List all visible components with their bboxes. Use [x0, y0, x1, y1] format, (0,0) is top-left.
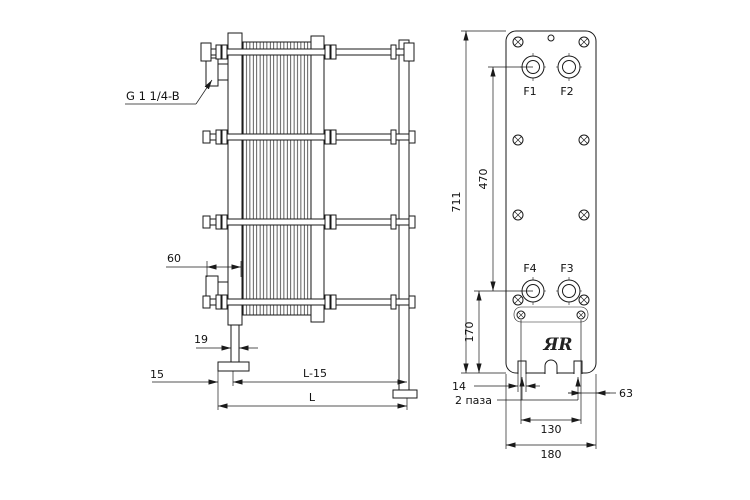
dim-l: L	[218, 391, 407, 409]
svg-text:180: 180	[541, 448, 562, 461]
bolt-hole	[578, 209, 590, 221]
bolt-hole	[512, 134, 524, 146]
front-view: F1 F2 F4 F3 ЯR	[505, 30, 597, 374]
svg-text:L-15: L-15	[303, 367, 327, 380]
svg-text:470: 470	[477, 169, 490, 190]
support-column	[398, 39, 410, 391]
bottom-slot-right	[573, 360, 583, 374]
slots-note: 2 паза	[455, 377, 581, 407]
plate-pack	[242, 41, 312, 316]
svg-text:15: 15	[150, 368, 164, 381]
tie-bolt-row-3	[202, 214, 416, 230]
dim-63: 63	[568, 320, 633, 449]
port-label-f2: F2	[560, 85, 573, 98]
tie-bolt-row-1	[200, 42, 415, 62]
bolt-hole	[578, 294, 590, 306]
guide-bar-hole-left	[516, 310, 526, 320]
svg-text:L: L	[309, 391, 316, 404]
port-label-f3: F3	[560, 262, 573, 275]
pressure-plate	[310, 35, 325, 323]
port-fitting-top	[205, 57, 229, 87]
dim-60: 60	[166, 252, 242, 277]
ridan-logo: ЯR	[542, 335, 572, 355]
front-view-dimensions: 711 470 170 14 2 паза	[450, 30, 633, 461]
dim-180: 180	[505, 374, 596, 461]
svg-text:2 паза: 2 паза	[455, 394, 492, 407]
support-column-foot	[392, 389, 418, 399]
dim-130: 130	[520, 320, 581, 436]
bottom-notch	[544, 359, 558, 374]
svg-text:711: 711	[450, 192, 463, 213]
port-label-f4: F4	[523, 262, 536, 275]
bolt-hole	[512, 36, 524, 48]
port-f3	[556, 277, 582, 305]
port-label-f1: F1	[523, 85, 536, 98]
lifting-hole	[547, 34, 555, 42]
svg-text:60: 60	[167, 252, 181, 265]
side-view-dimensions: G 1 1/4-B 60 19 15 L-15	[125, 79, 408, 410]
dim-15: 15	[150, 368, 408, 410]
fixed-frame-plate	[227, 32, 243, 326]
bolt-hole	[578, 36, 590, 48]
bottom-slot-left	[517, 360, 527, 374]
dim-470: 470	[477, 67, 496, 291]
svg-text:14: 14	[452, 380, 466, 393]
bolt-hole	[578, 134, 590, 146]
svg-text:130: 130	[541, 423, 562, 436]
guide-bar-hole-right	[576, 310, 586, 320]
dim-l-minus-15: L-15	[233, 367, 407, 385]
svg-text:63: 63	[619, 387, 633, 400]
bolt-hole	[512, 209, 524, 221]
bolt-hole	[512, 294, 524, 306]
dim-170: 170	[463, 291, 482, 373]
front-foot	[217, 325, 250, 372]
guide-bar-slot	[513, 306, 589, 323]
svg-text:19: 19	[194, 333, 208, 346]
tie-bolt-row-4	[202, 294, 416, 310]
svg-text:170: 170	[463, 322, 476, 343]
thread-label: G 1 1/4-B	[126, 89, 180, 103]
tie-bolt-row-2	[202, 129, 416, 145]
side-view	[200, 32, 418, 399]
dim-14: 14	[452, 374, 540, 393]
dim-19: 19	[194, 333, 258, 351]
port-f2	[556, 53, 582, 81]
dim-711: 711	[450, 31, 469, 373]
